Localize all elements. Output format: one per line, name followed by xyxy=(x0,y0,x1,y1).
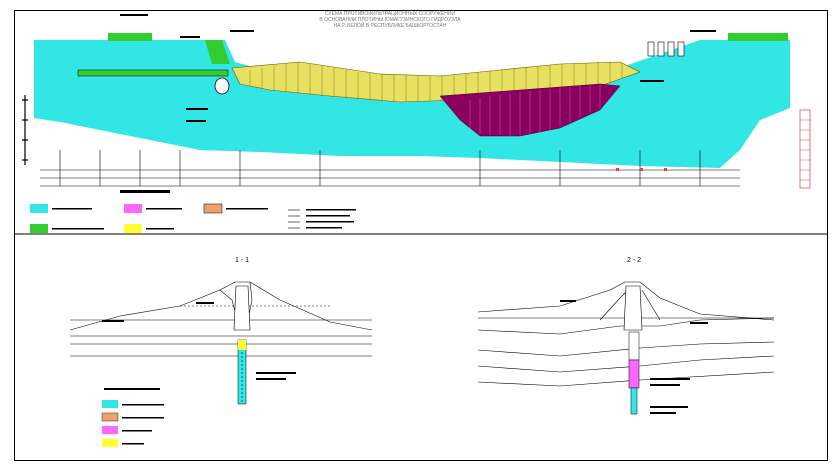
section-label-1-1: 1 - 1 xyxy=(235,257,249,264)
tunnel-section xyxy=(214,77,230,95)
spillway-piers xyxy=(647,41,685,57)
title-line-2: В ОСНОВАНИИ ПЛОТИНЫ ЮМАГУЗИНСКОГО ГИДРОУ… xyxy=(319,17,461,23)
section-label-2-2: 2 - 2 xyxy=(627,257,641,264)
title-line-1: СХЕМА ПРОТИВОФИЛЬТРАЦИОННЫХ СООРУЖЕНИЙ xyxy=(325,9,456,17)
right-bank-wall xyxy=(799,109,811,189)
section-2-2 xyxy=(477,281,775,415)
legend-swatch-yellow xyxy=(124,224,142,233)
legend-swatch-orange xyxy=(203,203,223,214)
longitudinal-profile xyxy=(22,14,811,193)
drainage-gallery xyxy=(77,69,229,77)
profile-baseline xyxy=(40,150,740,187)
top-legend xyxy=(30,203,356,233)
title-line-3: НА Р. БЕЛОЙ В РЕСПУБЛИКЕ БАШКОРТОСТАН xyxy=(334,21,447,29)
grout-hatching xyxy=(469,85,601,136)
legend2-swatch-yellow xyxy=(102,439,118,447)
right-crest-pad xyxy=(728,33,788,41)
drawing-frame xyxy=(14,10,828,461)
section-2-2-annotations xyxy=(560,300,708,414)
legend-swatch-grass xyxy=(30,224,48,233)
legend2-swatch-orange xyxy=(101,412,119,422)
legend2-swatch-pink xyxy=(102,426,118,434)
legend2-swatch-water xyxy=(102,400,118,408)
water-zone xyxy=(34,40,790,168)
left-crest-pad xyxy=(108,33,152,41)
section-1-1 xyxy=(69,281,373,405)
left-slope-green xyxy=(205,40,230,64)
legend-swatch-pink xyxy=(124,204,142,213)
left-scale xyxy=(22,95,28,165)
legend-swatch-water xyxy=(30,204,48,213)
section-1-1-annotations xyxy=(102,302,296,380)
piezometer-marks xyxy=(616,168,667,171)
bottom-legend xyxy=(101,388,164,447)
annotation-bars-top xyxy=(120,14,716,193)
